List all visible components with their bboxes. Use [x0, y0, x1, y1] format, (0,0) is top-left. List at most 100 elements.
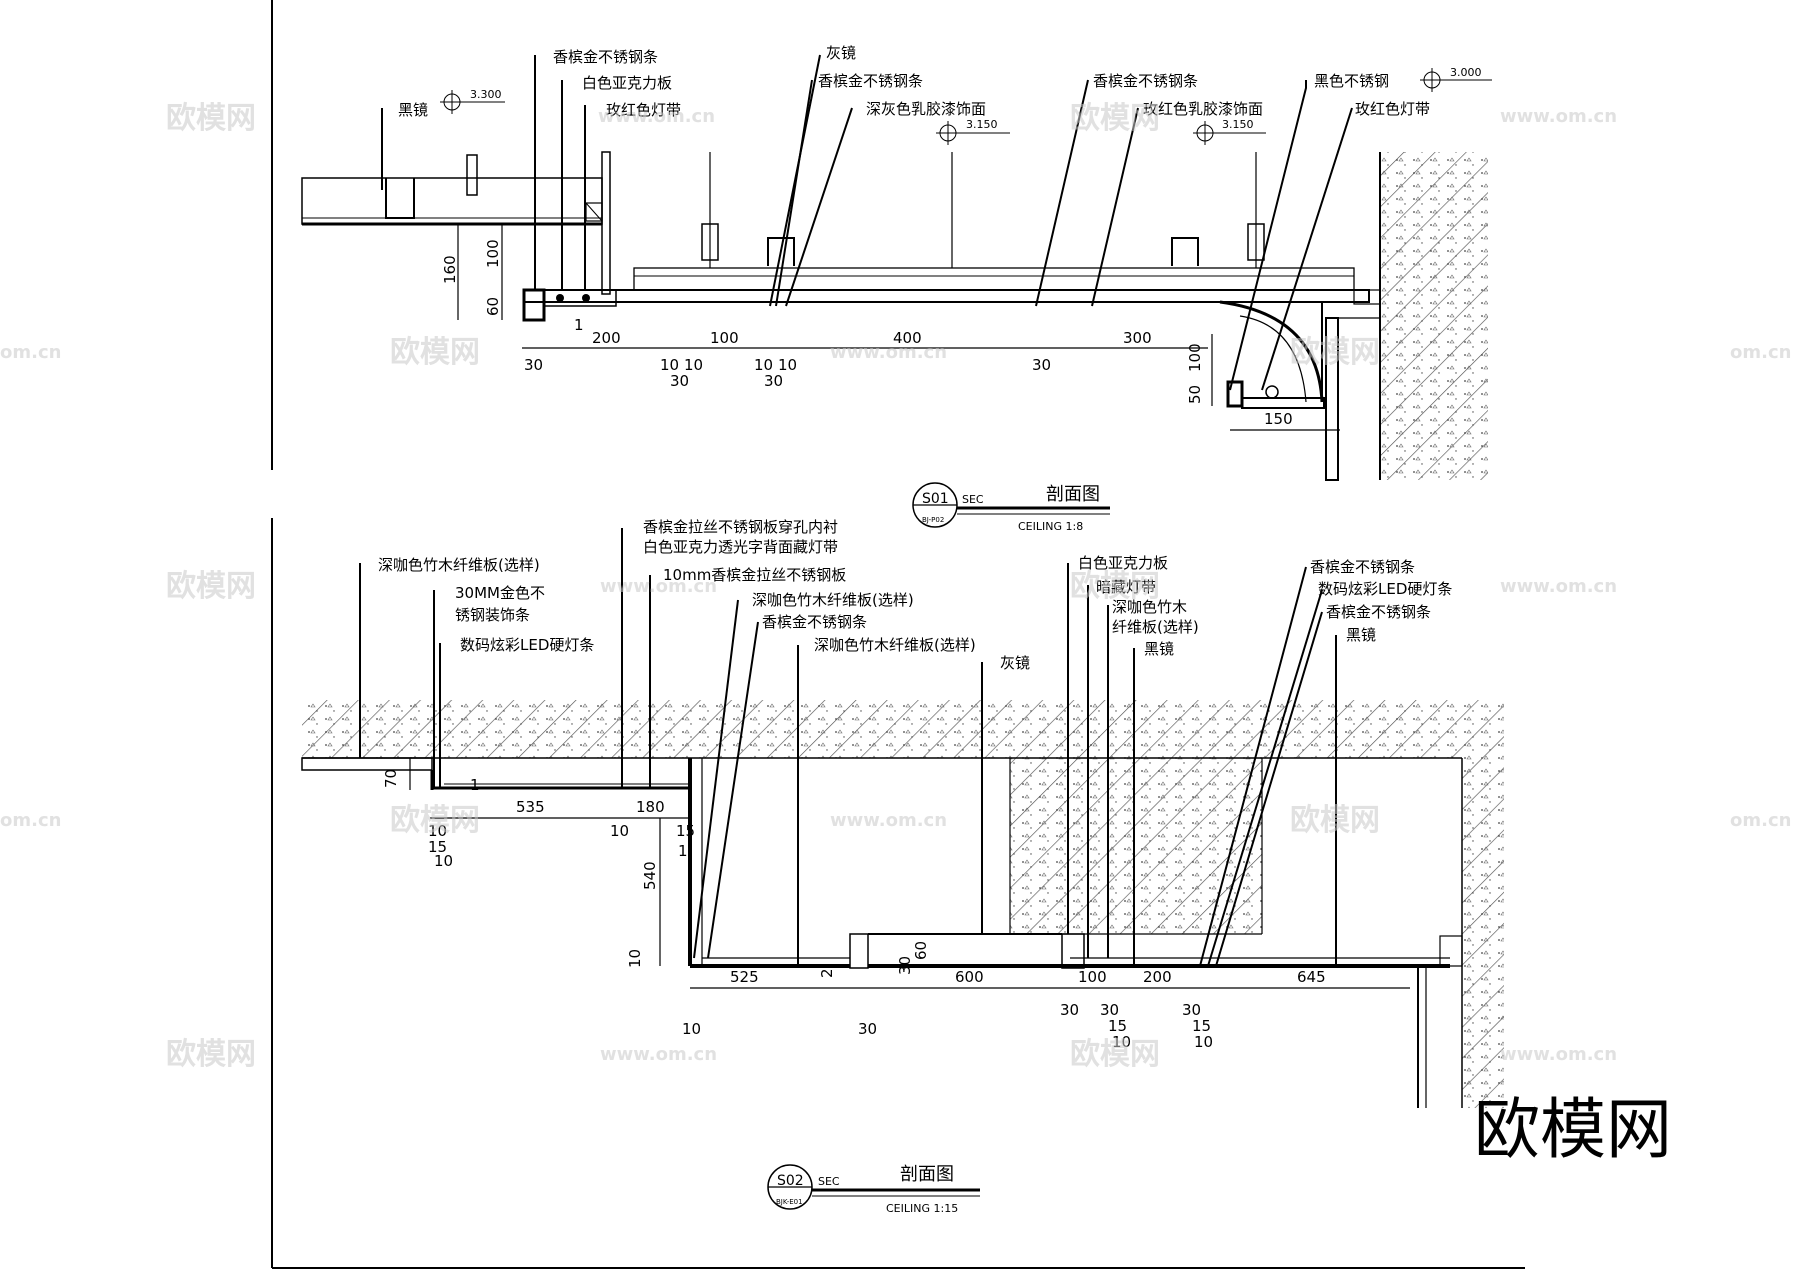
- level-value: 3.000: [1450, 66, 1482, 79]
- dim-label: 10: [1194, 1033, 1213, 1051]
- dim-label: 1: [678, 842, 688, 860]
- callout-label: 香槟金拉丝不锈钢板穿孔内衬: [643, 518, 838, 536]
- dim-label: 200: [1143, 968, 1172, 986]
- callout-label: 黑镜: [1144, 640, 1174, 658]
- dim-label: 10: [684, 356, 703, 374]
- watermark-brand: 欧模网: [390, 335, 480, 370]
- dim-label: 60: [912, 941, 930, 960]
- section2-geometry: [301, 528, 1504, 1108]
- callout-label: 暗藏灯带: [1096, 578, 1156, 596]
- callout-label: 白色亚克力板: [582, 74, 672, 92]
- dim-label: 400: [893, 329, 922, 347]
- dim-label: 645: [1297, 968, 1326, 986]
- sheet-ref: BJ-P02: [922, 516, 944, 524]
- watermark-brand: 欧模网: [1070, 1037, 1160, 1072]
- level-marker: [936, 121, 1010, 145]
- level-value: 3.150: [1222, 118, 1254, 131]
- watermark-brand: 欧模网: [166, 101, 256, 136]
- dim-label: 30: [1060, 1001, 1079, 1019]
- callout-label: 10mm香槟金拉丝不锈钢板: [663, 566, 846, 584]
- dim-label: 30: [858, 1020, 877, 1038]
- callout-label: 深咖色竹木纤维板(选样): [814, 636, 976, 654]
- dim-label: 200: [592, 329, 621, 347]
- section-code: S02: [777, 1173, 804, 1189]
- dim-label: 15: [676, 822, 695, 840]
- dim-label: 2: [818, 968, 836, 978]
- dim-label: 15: [1192, 1017, 1211, 1035]
- brand-logo: 欧模网: [1474, 1091, 1672, 1168]
- dim-label: 10: [434, 852, 453, 870]
- dim-label: 535: [516, 798, 545, 816]
- dim-label: 30: [1100, 1001, 1119, 1019]
- callout-label: 深咖色竹木纤维板(选样): [378, 556, 540, 574]
- dim-label: 50: [1186, 385, 1204, 404]
- callout-label: 黑镜: [1346, 626, 1376, 644]
- section2-title-block: S02 SEC BJK-E01 剖面图 CEILING 1:15: [767, 1164, 980, 1215]
- dim-label: 100: [484, 239, 502, 268]
- section-title: 剖面图: [1046, 484, 1100, 505]
- dim-label: 10: [1112, 1033, 1131, 1051]
- callout-label: 玫红色灯带: [606, 101, 681, 119]
- callout-label: 香槟金不锈钢条: [818, 72, 923, 90]
- watermark-site: www.om.cn: [830, 810, 947, 831]
- level-value: 3.150: [966, 118, 998, 131]
- dim-label: 180: [636, 798, 665, 816]
- watermark-site: om.cn: [1730, 342, 1791, 363]
- watermark-site: www.om.cn: [830, 342, 947, 363]
- callout-label: 黑色不锈钢: [1314, 72, 1389, 90]
- dim-label: 1: [470, 776, 480, 794]
- callout-label: 数码炫彩LED硬灯条: [460, 636, 594, 654]
- dim-label: 10: [610, 822, 629, 840]
- dim-label: 150: [1264, 410, 1293, 428]
- dim-label: 100: [1186, 343, 1204, 372]
- level-marker: [440, 90, 505, 114]
- callout-label: 30MM金色不: [455, 584, 545, 602]
- dim-label: 10: [626, 949, 644, 968]
- callout-label: 香槟金不锈钢条: [1326, 603, 1431, 621]
- callout-label: 香槟金不锈钢条: [1310, 558, 1415, 576]
- section2-labels: 深咖色竹木纤维板(选样) 30MM金色不 锈钢装饰条 数码炫彩LED硬灯条 香槟…: [378, 518, 1452, 1051]
- dim-label: 600: [955, 968, 984, 986]
- dim-label: 525: [730, 968, 759, 986]
- callout-label: 香槟金不锈钢条: [553, 48, 658, 66]
- callout-label: 玫红色乳胶漆饰面: [1143, 100, 1263, 118]
- watermark-brand: 欧模网: [1070, 101, 1160, 136]
- callout-label: 白色亚克力透光字背面藏灯带: [643, 538, 838, 556]
- callout-label: 数码炫彩LED硬灯条: [1318, 580, 1452, 598]
- watermark-brand: 欧模网: [166, 1037, 256, 1072]
- dim-label: 10: [682, 1020, 701, 1038]
- callout-label: 锈钢装饰条: [455, 606, 530, 624]
- dim-label: 30: [1182, 1001, 1201, 1019]
- section1-title-block: S01 SEC BJ-P02 剖面图 CEILING 1:8: [912, 482, 1110, 533]
- dim-label: 1: [574, 316, 584, 334]
- dim-label: 10: [428, 822, 447, 840]
- callout-label: 香槟金不锈钢条: [762, 613, 867, 631]
- watermark-site: www.om.cn: [1500, 1044, 1617, 1065]
- dim-label: 100: [1078, 968, 1107, 986]
- callout-label: 深咖色竹木: [1112, 598, 1187, 616]
- dim-label: 10: [660, 356, 679, 374]
- watermarks: 欧模网 www.om.cn 欧模网 www.om.cn om.cn 欧模网 ww…: [0, 101, 1791, 1072]
- level-marker: [1420, 68, 1492, 92]
- dim-label: 30: [524, 356, 543, 374]
- watermark-site: om.cn: [0, 342, 61, 363]
- callout-label: 灰镜: [826, 44, 856, 62]
- callout-label: 香槟金不锈钢条: [1093, 72, 1198, 90]
- dim-label: 100: [710, 329, 739, 347]
- callout-label: 玫红色灯带: [1355, 100, 1430, 118]
- watermark-site: om.cn: [1730, 810, 1791, 831]
- dim-label: 15: [1108, 1017, 1127, 1035]
- section-title: 剖面图: [900, 1164, 954, 1185]
- callout-label: 白色亚克力板: [1078, 554, 1168, 572]
- callout-label: 灰镜: [1000, 654, 1030, 672]
- dim-label: 15: [428, 838, 447, 856]
- watermark-brand: 欧模网: [166, 569, 256, 604]
- sheet-ref: BJK-E01: [776, 1198, 803, 1206]
- dim-label: 10: [754, 356, 773, 374]
- dim-label: 160: [441, 255, 459, 284]
- watermark-site: www.om.cn: [600, 576, 717, 597]
- callout-label: 深灰色乳胶漆饰面: [866, 100, 986, 118]
- section-tag: SEC: [818, 1175, 840, 1188]
